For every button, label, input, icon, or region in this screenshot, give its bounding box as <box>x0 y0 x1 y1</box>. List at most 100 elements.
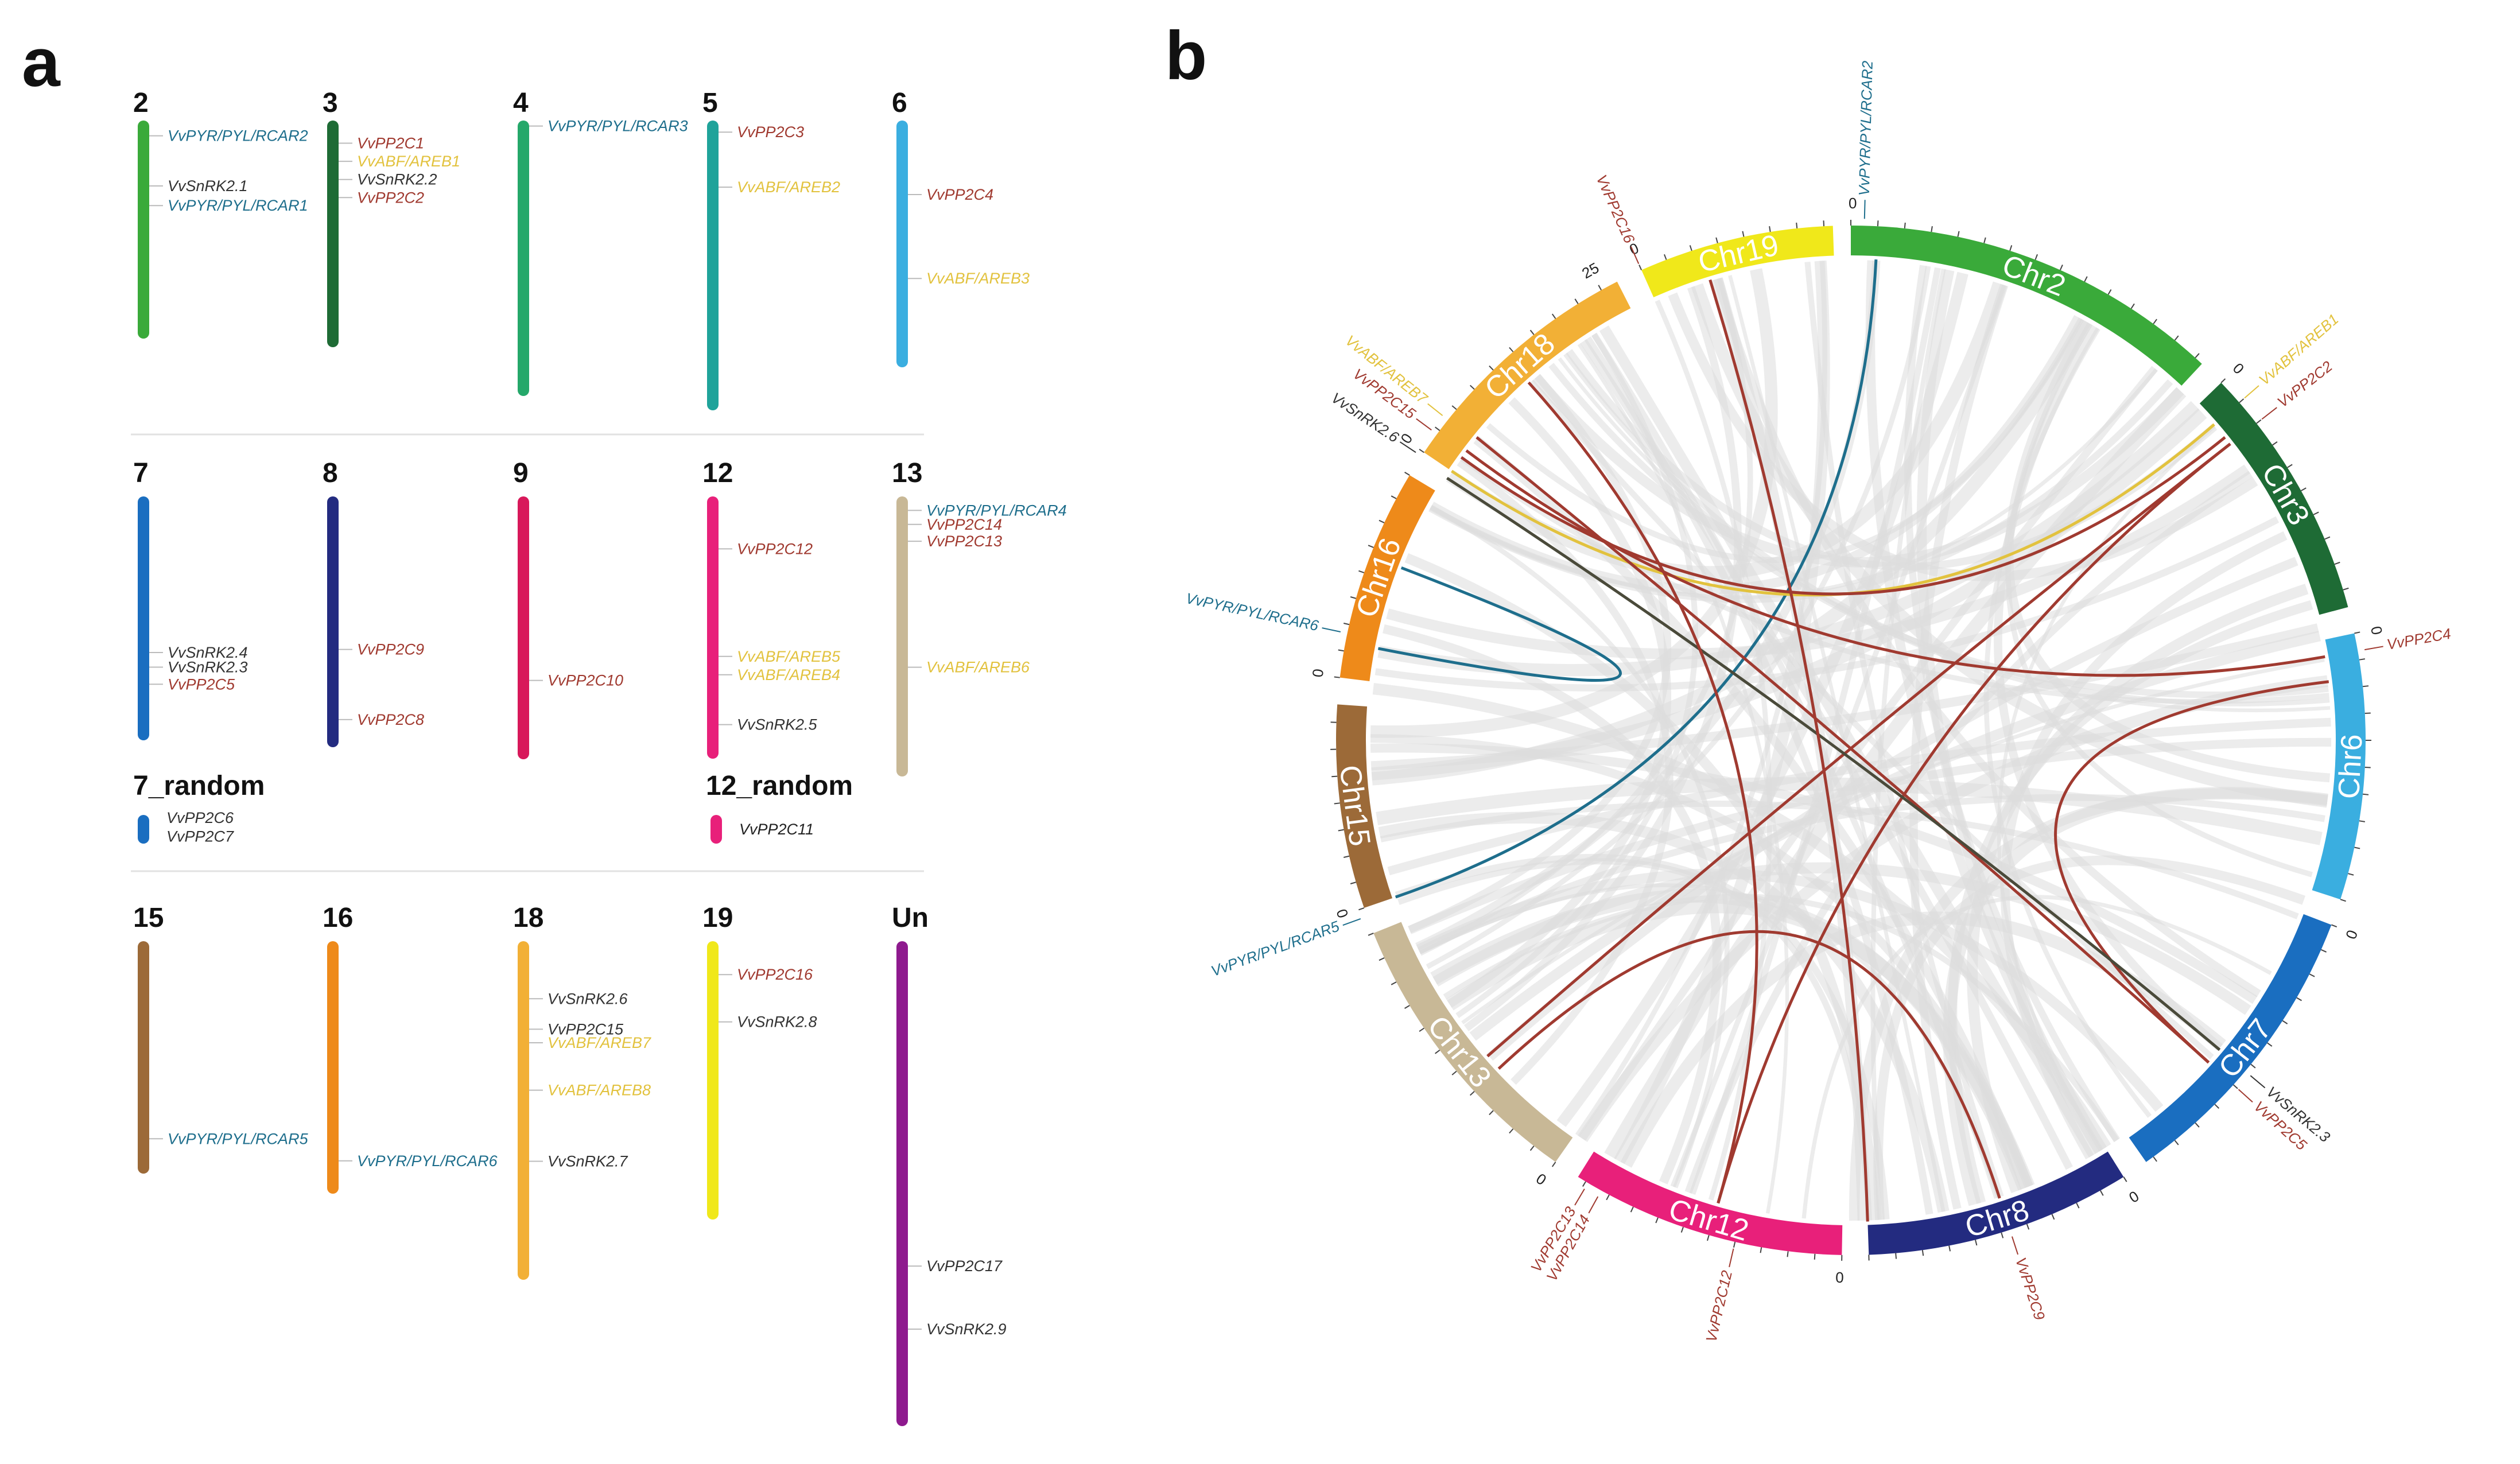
axis-tick <box>1707 1234 1710 1241</box>
chromosome-arc <box>1339 475 1435 682</box>
axis-tick <box>2309 973 2315 977</box>
axis-tick <box>2239 398 2245 403</box>
gene-label: VvPYR/PYL/RCAR1 <box>168 197 308 214</box>
axis-tick <box>2343 587 2349 591</box>
chromosome-arc <box>1867 1151 2124 1255</box>
axis-tick <box>2359 658 2365 661</box>
axis-tick <box>1344 622 1350 626</box>
gene-link <box>1446 476 2221 1051</box>
chromosome-bar <box>896 496 908 776</box>
axis-tick <box>1551 1162 1556 1167</box>
axis-tick <box>1529 1145 1535 1151</box>
synteny-ribbon <box>1983 327 2152 1118</box>
synteny-ribbon <box>1548 363 2329 698</box>
axis-tick <box>1489 1110 1494 1116</box>
axis-tick <box>1630 1206 1634 1213</box>
chromosome-bar <box>327 941 339 1194</box>
axis-tick <box>2195 353 2200 359</box>
gene-link <box>1486 442 2231 1058</box>
axis-zero-label: 0 <box>1849 195 1857 212</box>
synteny-ribbon <box>1417 794 2325 954</box>
axis-tick <box>2313 511 2319 515</box>
synteny-ribbon <box>1380 801 2299 919</box>
axis-tick <box>1529 329 1535 335</box>
axis-tick <box>1742 231 1745 237</box>
axis-tick <box>1638 265 1643 270</box>
gene-label: VvPP2C16 <box>1593 172 1638 246</box>
chromosome-name: Chr19 <box>1695 228 1782 279</box>
gene-label: VvABF/AREB7 <box>548 1034 651 1051</box>
gene-label: VvPP2C17 <box>926 1257 1003 1275</box>
axis-tick <box>2174 1140 2179 1145</box>
gene-link <box>1717 442 2231 1204</box>
chromosome-number: 19 <box>702 903 733 933</box>
chromosome-number: 5 <box>702 88 718 118</box>
axis-tick <box>1689 245 1692 251</box>
chromosome-bar <box>138 815 149 844</box>
axis-tick <box>1358 907 1365 911</box>
panel-b-circos-plot: b 0Chr20Chr30Chr60Chr70Chr80Chr120Chr130… <box>1165 17 2452 1344</box>
axis-zero-label: 0 <box>1533 1170 1550 1189</box>
axis-tick <box>2331 924 2337 927</box>
gene-link <box>1709 279 1869 1222</box>
gene-label: VvPP2C12 <box>737 540 813 557</box>
axis-tick <box>1368 545 1374 548</box>
axis-tick <box>2107 289 2112 295</box>
synteny-ribbon <box>1416 868 2164 1112</box>
chromosome-number: 15 <box>133 903 164 933</box>
gene-label: VvPP2C4 <box>2386 625 2452 653</box>
gene-label: VvPP2C14 <box>926 516 1002 533</box>
synteny-ribbon <box>1374 516 2280 692</box>
axis-tick <box>2324 536 2331 540</box>
axis-tick <box>1338 829 1344 832</box>
chromosome-bar <box>707 121 719 410</box>
gene-label: VvABF/AREB5 <box>737 648 841 665</box>
chromosome-bar <box>138 941 149 1174</box>
axis-tick <box>2256 419 2262 424</box>
synteny-ribbon <box>1599 325 2099 1158</box>
gene-link <box>2054 680 2329 1064</box>
gene-label: VvSnRK2.7 <box>548 1153 628 1170</box>
chromosome-bar <box>896 941 908 1426</box>
synteny-ribbon <box>1386 464 2250 659</box>
axis-tick <box>2287 464 2293 468</box>
chromosome-number: 18 <box>513 903 543 933</box>
gene-link <box>1465 449 2325 677</box>
axis-tick <box>1606 1194 1610 1201</box>
chromosome-number: 6 <box>892 88 907 118</box>
axis-tick <box>1391 981 1397 985</box>
gene-label: VvSnRK2.1 <box>168 177 248 195</box>
panel-b-letter: b <box>1165 17 1207 94</box>
gene-label: VvPP2C8 <box>357 711 424 728</box>
axis-tick <box>2301 487 2307 492</box>
axis-tick <box>1368 933 1374 936</box>
gene-label: VvPYR/PYL/RCAR2 <box>1855 60 1876 196</box>
axis-zero-label: 0 <box>2367 624 2386 636</box>
gene-label: VvSnRK2.2 <box>357 171 437 188</box>
synteny-ribbon <box>1668 292 2258 581</box>
axis-tick <box>2359 820 2365 822</box>
axis-tick <box>2220 378 2226 383</box>
axis-tick <box>2059 265 2063 270</box>
gene-label: VvPP2C4 <box>926 186 993 203</box>
axis-tick <box>1796 222 1798 229</box>
axis-tick <box>1451 405 1457 410</box>
axis-tick <box>2026 1224 2030 1230</box>
synteny-ribbon <box>1432 862 2251 1015</box>
chromosome-bar <box>518 496 529 759</box>
gene-leader-line <box>2244 385 2259 399</box>
gene-label: VvPP2C9 <box>357 641 424 658</box>
gene-label: VvPYR/PYL/RCAR3 <box>548 118 688 135</box>
axis-tick <box>2354 631 2360 634</box>
axis-zero-label: 0 <box>2342 927 2361 941</box>
synteny-ribbon <box>1370 268 1778 738</box>
axis-tick <box>1404 472 1410 476</box>
gene-link <box>1527 381 1758 1204</box>
gene-link <box>1497 930 2001 1199</box>
chromosome-number: 13 <box>892 458 922 488</box>
axis-tick-label: 25 <box>1579 259 1602 282</box>
axis-tick <box>1582 1181 1586 1187</box>
axis-tick <box>1957 231 1960 237</box>
axis-tick <box>1331 775 1338 778</box>
synteny-ribbon <box>1873 855 2306 1220</box>
